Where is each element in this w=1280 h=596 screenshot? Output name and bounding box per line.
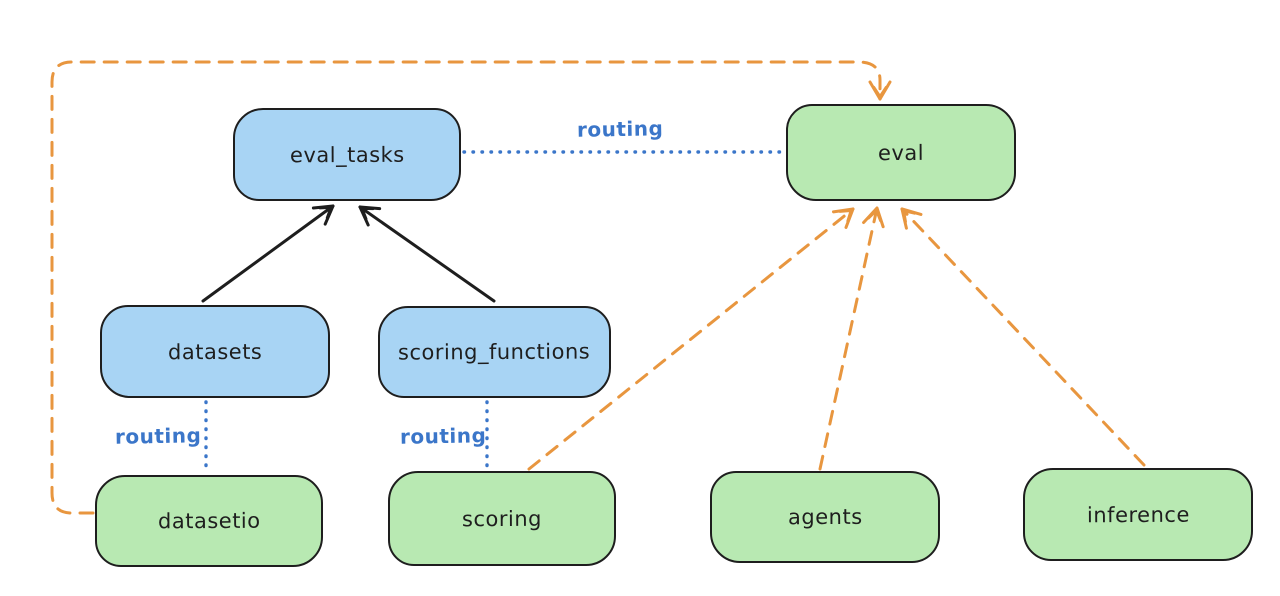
node-inference: inference: [1023, 468, 1253, 561]
node-eval-label: eval: [877, 140, 925, 165]
node-datasets: datasets: [100, 305, 330, 398]
node-eval-tasks-label: eval_tasks: [289, 142, 405, 167]
node-scoring-functions: scoring_functions: [378, 306, 611, 398]
node-datasetio: datasetio: [95, 475, 323, 567]
edge-scoring-functions-to-eval-tasks: [358, 205, 496, 303]
node-scoring-label: scoring: [461, 506, 543, 531]
edge-label-routing-scoring-functions-scoring: routing: [399, 423, 487, 449]
edge-agents-to-eval: [818, 206, 885, 471]
node-eval: eval: [786, 104, 1016, 201]
edge-inference-to-eval: [900, 207, 1146, 467]
node-agents-label: agents: [787, 504, 863, 530]
edge-datasets-to-eval-tasks: [201, 204, 335, 303]
edge-label-routing-eval-tasks-eval: routing: [576, 116, 664, 142]
node-agents: agents: [710, 471, 940, 563]
node-inference-label: inference: [1086, 502, 1190, 527]
node-datasetio-label: datasetio: [157, 508, 261, 534]
node-scoring: scoring: [388, 471, 616, 566]
node-scoring-functions-label: scoring_functions: [398, 339, 591, 365]
edge-datasetio-to-eval: [50, 60, 892, 515]
edge-label-routing-datasets-datasetio: routing: [114, 423, 202, 449]
edge-scoring-to-eval: [527, 207, 855, 471]
node-datasets-label: datasets: [167, 339, 263, 364]
node-eval-tasks: eval_tasks: [233, 108, 461, 201]
